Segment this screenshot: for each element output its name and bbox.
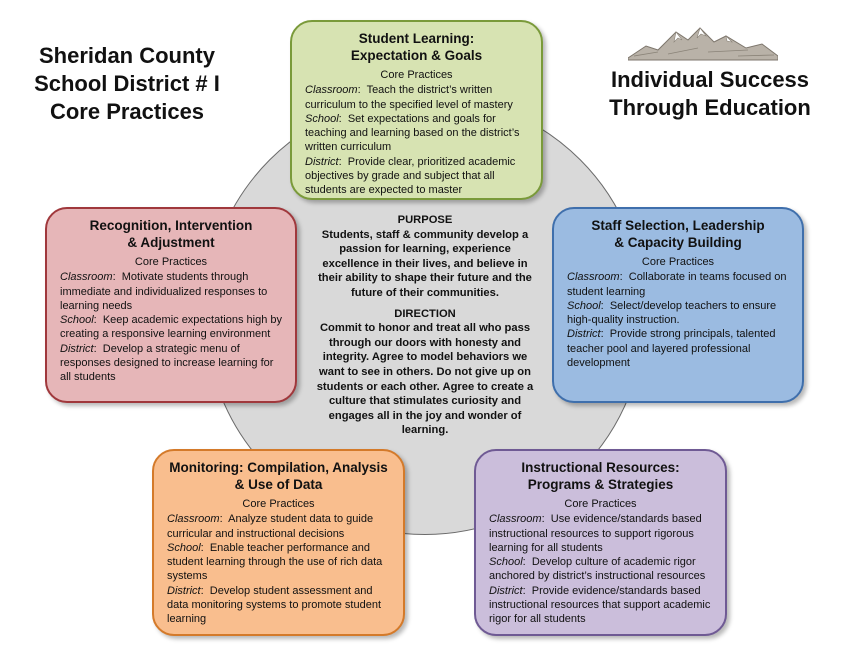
district-label: District xyxy=(167,584,201,597)
school-label: School xyxy=(167,541,201,554)
purpose-title: PURPOSE xyxy=(397,214,453,226)
classroom-practice: Classroom: Use evidence/standards based … xyxy=(489,513,702,554)
district-title: Sheridan County School District # I Core… xyxy=(22,42,232,126)
box-title: Staff Selection, Leadership & Capacity B… xyxy=(567,217,789,251)
school-text: Select/develop teachers to ensure high-q… xyxy=(567,299,777,327)
school-label: School xyxy=(567,299,601,312)
motto-line: Through Education xyxy=(609,95,811,120)
motto-line: Individual Success xyxy=(610,67,810,92)
classroom-label: Classroom xyxy=(305,84,358,97)
core-practices-label: Core Practices xyxy=(641,256,715,268)
core-practices-label: Core Practices xyxy=(564,498,637,510)
box-title-line: Instructional Resources: xyxy=(521,460,680,475)
district-practice: District: Provide strong principals, tal… xyxy=(567,328,776,370)
core-practices-label: Core Practices xyxy=(380,69,453,81)
district-practice: District: Develop student assessment and… xyxy=(167,584,381,626)
district-label: District xyxy=(305,155,339,168)
classroom-label: Classroom xyxy=(489,513,542,526)
school-label: School xyxy=(60,314,94,327)
district-text: Develop student assessment and data moni… xyxy=(167,584,381,626)
classroom-practice: Classroom: Analyze student data to guide… xyxy=(167,513,374,540)
monitoring-box: Monitoring: Compilation, Analysis & Use … xyxy=(152,449,405,636)
school-text: Set expectations and goals for teaching … xyxy=(305,112,520,154)
school-practice: School: Keep academic expectations high … xyxy=(60,314,282,341)
box-title-line: Monitoring: Compilation, Analysis xyxy=(169,460,388,475)
classroom-practice: Classroom: Collaborate in teams focused … xyxy=(567,271,787,298)
purpose-text: Students, staff & community develop a pa… xyxy=(318,228,532,299)
box-title: Student Learning: Expectation & Goals xyxy=(305,30,528,64)
box-title-line: & Use of Data xyxy=(234,477,323,492)
classroom-text: Teach the district’s written curriculum … xyxy=(305,84,513,111)
mountains-logo-icon xyxy=(628,27,778,61)
school-practice: School: Set expectations and goals for t… xyxy=(305,112,520,154)
box-title: Instructional Resources: Programs & Stra… xyxy=(489,459,712,493)
school-text: Keep academic expectations high by creat… xyxy=(60,314,282,341)
box-title-line: Expectation & Goals xyxy=(350,48,483,63)
motto-title: Individual Success Through Education xyxy=(600,66,820,122)
district-practice: District: Provide clear, prioritized aca… xyxy=(305,155,516,197)
district-label: District xyxy=(489,584,523,597)
center-statement: PURPOSE Students, staff & community deve… xyxy=(312,213,538,438)
direction-text: Commit to honor and treat all who pass t… xyxy=(316,322,534,437)
recognition-box: Recognition, Intervention & Adjustment C… xyxy=(45,207,297,403)
school-label: School xyxy=(489,556,523,569)
classroom-label: Classroom xyxy=(167,513,220,526)
district-practice: District: Develop a strategic menu of re… xyxy=(60,342,274,384)
box-title: Recognition, Intervention & Adjustment xyxy=(60,217,282,251)
student-learning-box: Student Learning: Expectation & Goals Co… xyxy=(290,20,543,200)
district-practice: District: Provide evidence/standards bas… xyxy=(489,584,711,626)
box-title-line: Programs & Strategies xyxy=(527,477,674,492)
classroom-text: Use evidence/standards based instruction… xyxy=(489,513,702,554)
school-practice: School: Develop culture of academic rigo… xyxy=(489,556,706,583)
classroom-text: Collaborate in teams focused on student … xyxy=(567,271,787,298)
school-practice: School: Select/develop teachers to ensur… xyxy=(567,299,777,327)
classroom-practice: Classroom: Motivate students through imm… xyxy=(60,271,268,312)
school-text: Develop culture of academic rigor anchor… xyxy=(489,556,706,583)
box-title: Monitoring: Compilation, Analysis & Use … xyxy=(167,459,390,493)
district-title-line: School District # I xyxy=(34,71,220,96)
district-text: Provide clear, prioritized academic obje… xyxy=(305,155,516,197)
box-title-line: Staff Selection, Leadership xyxy=(591,218,765,233)
district-title-line: Sheridan County xyxy=(38,43,215,68)
box-title-line: Student Learning: xyxy=(358,31,475,46)
classroom-practice: Classroom: Teach the district’s written … xyxy=(305,84,513,111)
school-text: Enable teacher performance and student l… xyxy=(167,541,383,583)
district-label: District xyxy=(567,328,601,341)
school-practice: School: Enable teacher performance and s… xyxy=(167,541,383,583)
classroom-label: Classroom xyxy=(60,271,113,284)
staff-selection-box: Staff Selection, Leadership & Capacity B… xyxy=(552,207,804,403)
core-practices-label: Core Practices xyxy=(242,498,315,510)
district-text: Provide strong principals, talented teac… xyxy=(567,328,776,370)
core-practices-label: Core Practices xyxy=(134,256,208,268)
box-title-line: & Adjustment xyxy=(127,235,215,250)
instructional-resources-box: Instructional Resources: Programs & Stra… xyxy=(474,449,727,636)
box-title-line: & Capacity Building xyxy=(614,235,742,250)
district-title-line: Core Practices xyxy=(49,99,205,124)
classroom-label: Classroom xyxy=(567,271,620,284)
district-text: Provide evidence/standards based instruc… xyxy=(489,584,711,626)
classroom-text: Analyze student data to guide curricular… xyxy=(167,513,374,540)
direction-title: DIRECTION xyxy=(394,307,456,320)
school-label: School xyxy=(305,112,339,125)
district-label: District xyxy=(60,342,94,355)
box-title-line: Recognition, Intervention xyxy=(89,218,253,233)
district-text: Develop a strategic menu of responses de… xyxy=(60,342,274,384)
classroom-text: Motivate students through immediate and … xyxy=(60,271,268,312)
